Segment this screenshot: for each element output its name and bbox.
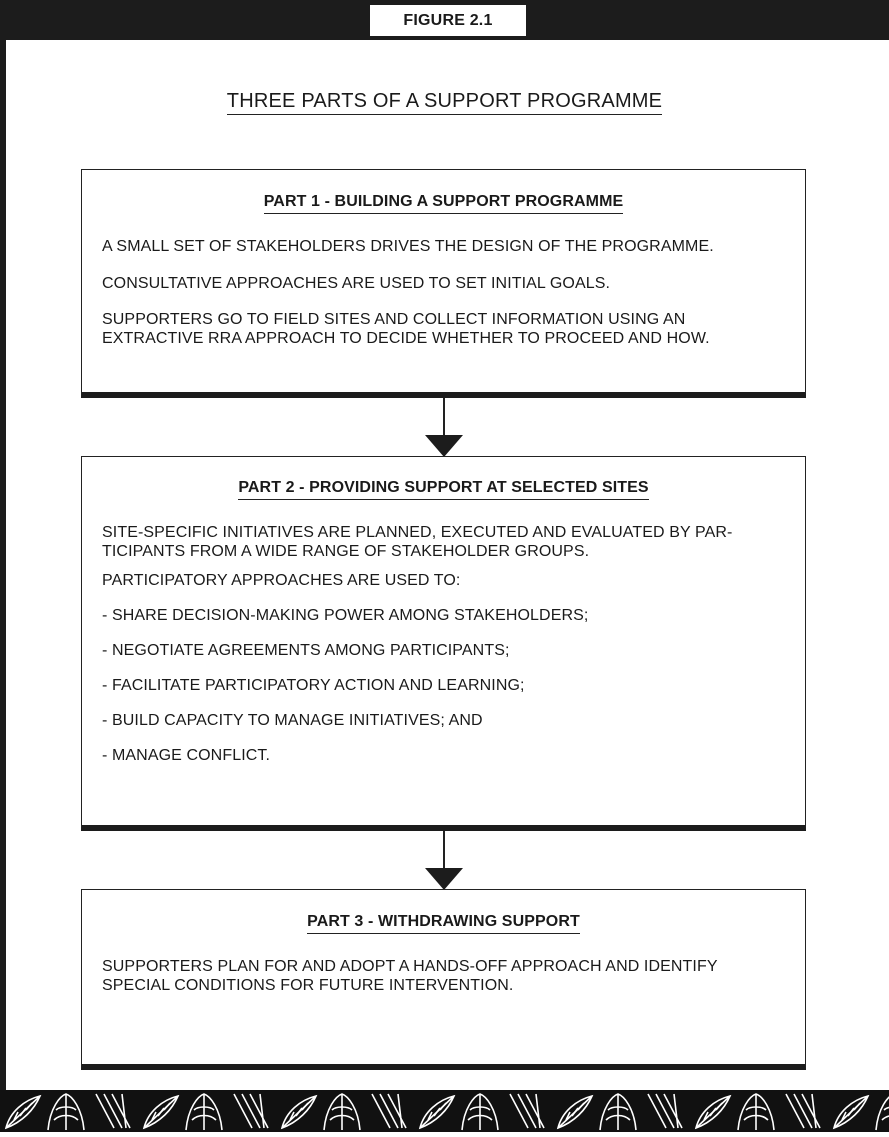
- figure-left-border: [0, 0, 6, 1090]
- figure-label: FIGURE 2.1: [370, 5, 526, 36]
- figure-frame: FIGURE 2.1 THREE PARTS OF A SUPPORT PROG…: [0, 0, 889, 1090]
- diagram-title: THREE PARTS OF A SUPPORT PROGRAMME: [0, 90, 889, 115]
- part3-heading: PART 3 - WITHDRAWING SUPPORT: [102, 912, 785, 934]
- arrow-down-icon: [425, 435, 463, 457]
- part1-line-3: SUPPORTERS GO TO FIELD SITES AND COLLECT…: [102, 311, 710, 347]
- part2-heading-text: PART 2 - PROVIDING SUPPORT AT SELECTED S…: [238, 479, 649, 500]
- part1-line-1: A SMALL SET OF STAKEHOLDERS DRIVES THE D…: [102, 238, 714, 255]
- part2-item: - SHARE DECISION-MAKING POWER AMONG STAK…: [102, 607, 589, 624]
- part3-heading-text: PART 3 - WITHDRAWING SUPPORT: [307, 913, 580, 934]
- part2-box: PART 2 - PROVIDING SUPPORT AT SELECTED S…: [81, 456, 806, 831]
- leaf-pattern-strip: [0, 1090, 889, 1132]
- arrow-1-shaft: [443, 398, 445, 436]
- diagram-title-text: THREE PARTS OF A SUPPORT PROGRAMME: [226, 90, 663, 115]
- part2-item: - MANAGE CONFLICT.: [102, 747, 271, 764]
- part2-intro: SITE-SPECIFIC INITIATIVES ARE PLANNED, E…: [102, 524, 733, 560]
- part2-item: - BUILD CAPACITY TO MANAGE INITIATIVES; …: [102, 712, 483, 729]
- part1-heading-text: PART 1 - BUILDING A SUPPORT PROGRAMME: [263, 193, 624, 214]
- part2-lead: PARTICIPATORY APPROACHES ARE USED TO:: [102, 572, 461, 589]
- part2-heading: PART 2 - PROVIDING SUPPORT AT SELECTED S…: [102, 478, 785, 500]
- part1-box: PART 1 - BUILDING A SUPPORT PROGRAMME A …: [81, 169, 806, 398]
- arrow-down-icon: [425, 868, 463, 890]
- part3-line-1: SUPPORTERS PLAN FOR AND ADOPT A HANDS-OF…: [102, 958, 718, 994]
- part1-line-2: CONSULTATIVE APPROACHES ARE USED TO SET …: [102, 275, 611, 292]
- leaf-pattern-icon: [4, 1093, 889, 1131]
- part2-item: - FACILITATE PARTICIPATORY ACTION AND LE…: [102, 677, 525, 694]
- part2-item: - NEGOTIATE AGREEMENTS AMONG PARTICIPANT…: [102, 642, 510, 659]
- arrow-2-shaft: [443, 831, 445, 869]
- part1-heading: PART 1 - BUILDING A SUPPORT PROGRAMME: [102, 192, 785, 214]
- part3-box: PART 3 - WITHDRAWING SUPPORT SUPPORTERS …: [81, 889, 806, 1070]
